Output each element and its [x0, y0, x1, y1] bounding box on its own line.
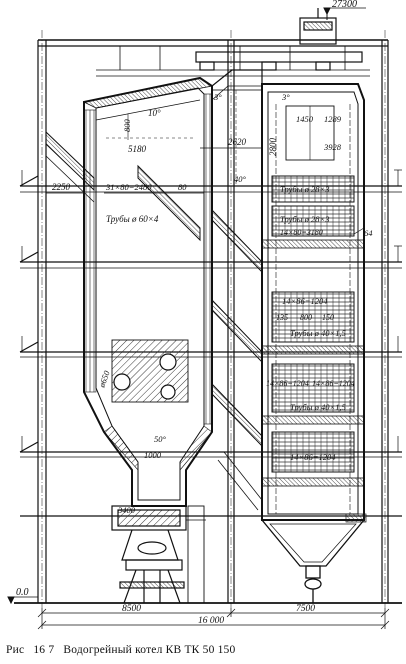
dim-1289: 1289	[324, 114, 342, 124]
feeder-unit	[111, 505, 206, 604]
pipe-conv-3: Трубы ø 40×1,5	[290, 328, 346, 338]
dim-64: 64	[364, 228, 373, 238]
convective-shaft	[261, 83, 365, 521]
dim-3928: 3928	[323, 142, 342, 152]
dim-span-left: 8500	[122, 604, 141, 614]
dim-800: 800	[122, 119, 132, 133]
dim-pack-c: 14×86=1204	[290, 452, 336, 462]
dim-135: 135	[276, 313, 288, 322]
dim-5180: 5180	[128, 144, 147, 154]
caption-prefix: Рис	[6, 644, 25, 656]
dim-2250: 2250	[52, 182, 71, 192]
caption-text: Водогрейный котел КВ ТК 50 150	[63, 644, 236, 656]
dim-pitch-upper: 14×80=3180	[280, 228, 323, 237]
ash-hopper	[260, 513, 367, 603]
pipe-conv-4: Трубы ø 40×1,5	[290, 402, 346, 412]
dim-1000: 1000	[144, 450, 162, 460]
angle-10: 10°	[148, 108, 161, 118]
angle-3-left: 3°	[213, 92, 222, 102]
elevation-ground-label: 0.0	[16, 587, 29, 598]
left-stair	[45, 130, 201, 242]
gas-duct	[211, 69, 263, 187]
dim-pitch-main: 31×80=2480	[105, 182, 152, 192]
dim-2800: 2800	[268, 138, 278, 157]
dim-2620: 2620	[228, 137, 247, 147]
top-header	[96, 8, 370, 77]
dim-3400: 3400	[117, 505, 136, 515]
figure-caption: Рис 16 7 Водогрейный котел КВ ТК 50 150	[6, 640, 402, 660]
elevation-top-label: 27300	[332, 0, 357, 10]
dimension-lines	[37, 106, 390, 630]
dim-800b: 800	[300, 313, 312, 322]
dim-pack-a: 14×86=1204	[282, 296, 328, 306]
dim-span-right: 7500	[296, 604, 315, 614]
right-stair	[211, 208, 263, 511]
caption-number: 16 7	[33, 644, 55, 656]
pipe-conv-2: Трубы ø 28×3	[280, 214, 329, 224]
dim-1450: 1450	[296, 114, 314, 124]
dim-150: 150	[322, 313, 334, 322]
angle-3-right: 3°	[281, 92, 290, 102]
dim-pack-b2: 14×86=1204	[312, 379, 355, 388]
dim-pack-b1: 14×86=1204	[266, 379, 309, 388]
angle-40: 40°	[234, 174, 247, 184]
pipe-conv-1: Трубы ø 28×3	[280, 184, 329, 194]
elevation-top-marker	[323, 7, 366, 20]
pipe-main-tubes: Трубы ø 60×4	[106, 214, 159, 224]
furnace-chamber	[82, 76, 214, 507]
dim-80: 80	[178, 182, 187, 192]
elevation-ground-marker	[7, 596, 38, 605]
dim-span-total: 16 000	[198, 616, 224, 626]
dim-650: ø650	[96, 369, 112, 390]
angle-50: 50°	[154, 434, 167, 444]
